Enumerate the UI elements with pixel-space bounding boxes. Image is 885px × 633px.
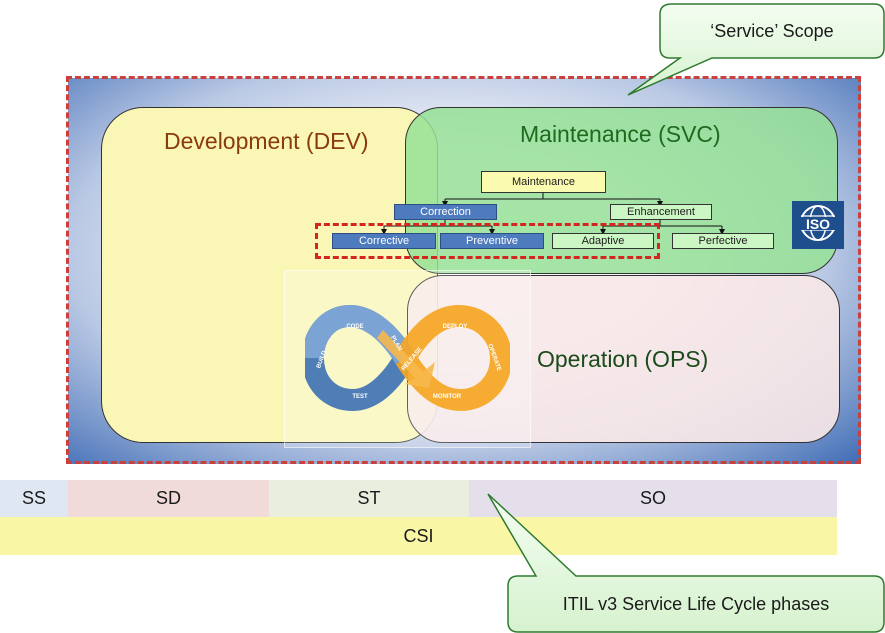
correction-node: Correction <box>394 204 497 220</box>
preventive-node: Preventive <box>440 233 544 249</box>
devops-infinity-loop: CODE BUILD TEST PLAN RELEASE DEPLOY OPER… <box>305 304 510 412</box>
phase-service-operation: SO <box>469 480 837 517</box>
scope-callout-text: ‘Service’ Scope <box>710 21 834 41</box>
perfective-node: Perfective <box>672 233 774 249</box>
phase-continual-service-improvement: CSI <box>0 517 837 555</box>
correction-focus-border <box>315 223 660 259</box>
stage-test: TEST <box>352 394 368 400</box>
operation-region <box>407 275 840 443</box>
adaptive-node: Adaptive <box>552 233 654 249</box>
enhancement-node: Enhancement <box>610 204 712 220</box>
stage-monitor: MONITOR <box>433 394 462 400</box>
corrective-node: Corrective <box>332 233 436 249</box>
maintenance-label: Maintenance (SVC) <box>520 121 721 147</box>
phase-service-transition: ST <box>269 480 469 517</box>
phase-service-strategy: SS <box>0 480 68 517</box>
iso-logo-text: ISO <box>806 216 830 232</box>
phase-service-design: SD <box>68 480 269 517</box>
service-scope-border <box>66 76 861 464</box>
itil-callout-text: ITIL v3 Service Life Cycle phases <box>562 594 830 614</box>
development-label: Development (DEV) <box>164 128 369 154</box>
iso-logo: ISO <box>792 201 844 249</box>
operation-label: Operation (OPS) <box>537 346 709 372</box>
maintenance-node: Maintenance <box>481 171 606 193</box>
stage-code: CODE <box>346 324 363 330</box>
stage-deploy: DEPLOY <box>443 324 468 330</box>
